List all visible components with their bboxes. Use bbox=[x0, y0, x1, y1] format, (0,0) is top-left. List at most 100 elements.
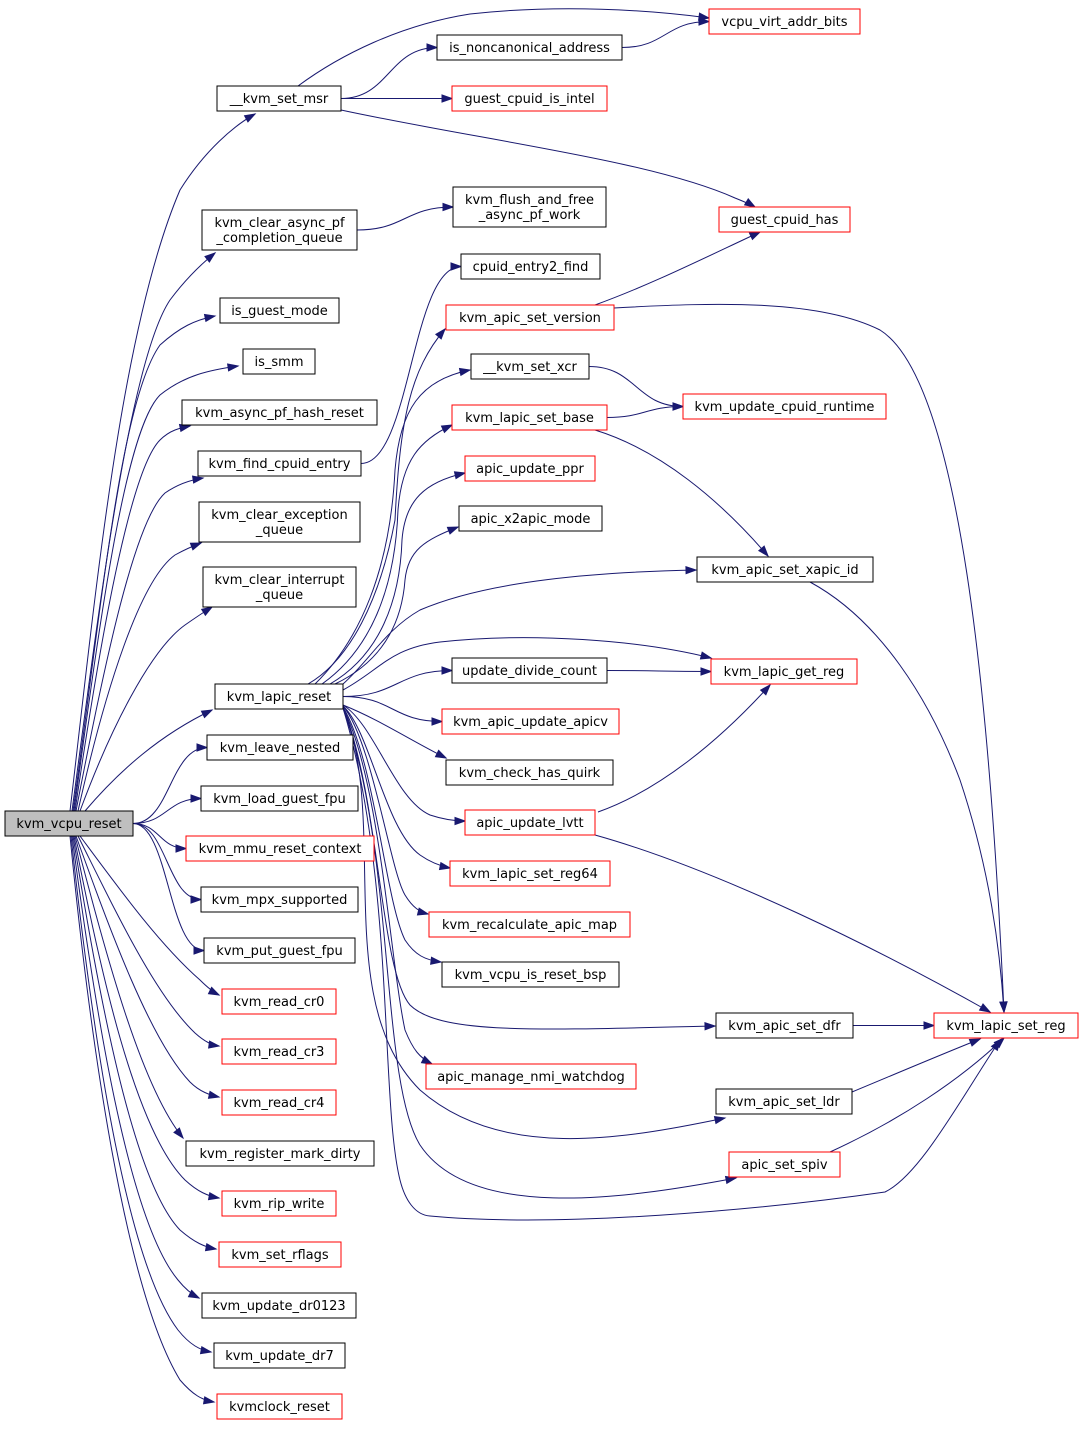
node-update-divide-count[interactable]: update_divide_count bbox=[451, 657, 608, 684]
node-box[interactable] bbox=[451, 404, 608, 431]
node-kvm-apic-set-version[interactable]: kvm_apic_set_version bbox=[445, 304, 615, 331]
node-box[interactable] bbox=[715, 1012, 854, 1039]
node-box[interactable] bbox=[218, 1241, 342, 1268]
node-kvm-mpx-supported[interactable]: kvm_mpx_supported bbox=[200, 886, 359, 913]
node-kvm-async-pf-hash-reset[interactable]: kvm_async_pf_hash_reset bbox=[181, 399, 378, 426]
node-box[interactable] bbox=[203, 937, 356, 964]
node-box[interactable] bbox=[221, 1038, 337, 1065]
node-box[interactable] bbox=[201, 209, 358, 251]
node-kvm-clear-exception-queue[interactable]: kvm_clear_exception_queue bbox=[198, 501, 361, 543]
node-apic-update-lvtt[interactable]: apic_update_lvtt bbox=[464, 809, 596, 836]
node-kvm-apic-update-apicv[interactable]: kvm_apic_update_apicv bbox=[441, 708, 620, 735]
node-kvm-update-dr0123[interactable]: kvm_update_dr0123 bbox=[201, 1292, 357, 1319]
node-box[interactable] bbox=[425, 1063, 637, 1090]
node-box[interactable] bbox=[221, 1190, 337, 1217]
node-box[interactable] bbox=[708, 8, 861, 35]
node-kvm-flush-and-free-async-pf-work[interactable]: kvm_flush_and_free_async_pf_work bbox=[452, 186, 607, 228]
node-box[interactable] bbox=[181, 399, 378, 426]
node-kvm-read-cr0[interactable]: kvm_read_cr0 bbox=[221, 988, 337, 1015]
node-apic-x2apic-mode[interactable]: apic_x2apic_mode bbox=[458, 505, 603, 532]
node-box[interactable] bbox=[933, 1012, 1079, 1039]
node-kvm-vcpu-is-reset-bsp[interactable]: kvm_vcpu_is_reset_bsp bbox=[441, 961, 620, 988]
node-kvm-apic-set-xapic-id[interactable]: kvm_apic_set_xapic_id bbox=[696, 556, 874, 583]
node-kvm-update-cpuid-runtime[interactable]: kvm_update_cpuid_runtime bbox=[682, 393, 887, 420]
node-box[interactable] bbox=[445, 304, 615, 331]
node-guest-cpuid-is-intel[interactable]: guest_cpuid_is_intel bbox=[451, 85, 608, 112]
node-apic-set-spiv[interactable]: apic_set_spiv bbox=[728, 1151, 841, 1178]
node-box[interactable] bbox=[441, 961, 620, 988]
node-apic-update-ppr[interactable]: apic_update_ppr bbox=[464, 455, 596, 482]
node-box[interactable] bbox=[728, 1151, 841, 1178]
node-box[interactable] bbox=[213, 1342, 346, 1369]
node-kvm-lapic-set-reg64[interactable]: kvm_lapic_set_reg64 bbox=[449, 860, 611, 887]
node-kvm-apic-set-ldr[interactable]: kvm_apic_set_ldr bbox=[715, 1088, 853, 1115]
node-kvm-set-xcr[interactable]: __kvm_set_xcr bbox=[470, 353, 590, 380]
node-box[interactable] bbox=[201, 1292, 357, 1319]
node-kvm-set-msr[interactable]: __kvm_set_msr bbox=[216, 85, 342, 112]
node-box[interactable] bbox=[710, 658, 858, 685]
node-box[interactable] bbox=[682, 393, 887, 420]
node-kvm-set-rflags[interactable]: kvm_set_rflags bbox=[218, 1241, 342, 1268]
node-kvm-rip-write[interactable]: kvm_rip_write bbox=[221, 1190, 337, 1217]
node-kvm-vcpu-reset[interactable]: kvm_vcpu_reset bbox=[4, 810, 134, 837]
node-kvm-put-guest-fpu[interactable]: kvm_put_guest_fpu bbox=[203, 937, 356, 964]
node-box[interactable] bbox=[198, 501, 361, 543]
node-box[interactable] bbox=[452, 186, 607, 228]
node-is-smm[interactable]: is_smm bbox=[242, 348, 316, 375]
node-box[interactable] bbox=[200, 785, 359, 812]
node-box[interactable] bbox=[216, 85, 342, 112]
node-box[interactable] bbox=[464, 455, 596, 482]
node-box[interactable] bbox=[464, 809, 596, 836]
node-kvm-find-cpuid-entry[interactable]: kvm_find_cpuid_entry bbox=[197, 450, 362, 477]
node-kvm-lapic-reset[interactable]: kvm_lapic_reset bbox=[214, 683, 344, 710]
node-box[interactable] bbox=[441, 708, 620, 735]
node-box[interactable] bbox=[4, 810, 134, 837]
node-kvm-clear-interrupt-queue[interactable]: kvm_clear_interrupt_queue bbox=[202, 566, 357, 608]
node-is-guest-mode[interactable]: is_guest_mode bbox=[219, 297, 340, 324]
node-box[interactable] bbox=[718, 206, 851, 233]
node-kvm-check-has-quirk[interactable]: kvm_check_has_quirk bbox=[445, 759, 614, 786]
node-box[interactable] bbox=[451, 85, 608, 112]
node-box[interactable] bbox=[451, 657, 608, 684]
node-box[interactable] bbox=[219, 297, 340, 324]
node-kvm-leave-nested[interactable]: kvm_leave_nested bbox=[206, 734, 354, 761]
node-box[interactable] bbox=[458, 505, 603, 532]
node-kvm-recalculate-apic-map[interactable]: kvm_recalculate_apic_map bbox=[428, 911, 631, 938]
node-box[interactable] bbox=[200, 886, 359, 913]
node-box[interactable] bbox=[206, 734, 354, 761]
node-kvm-load-guest-fpu[interactable]: kvm_load_guest_fpu bbox=[200, 785, 359, 812]
node-box[interactable] bbox=[436, 34, 623, 61]
node-is-noncanonical-address[interactable]: is_noncanonical_address bbox=[436, 34, 623, 61]
node-box[interactable] bbox=[185, 835, 375, 862]
node-kvm-read-cr4[interactable]: kvm_read_cr4 bbox=[221, 1089, 337, 1116]
node-box[interactable] bbox=[242, 348, 316, 375]
node-box[interactable] bbox=[197, 450, 362, 477]
node-kvm-lapic-set-reg[interactable]: kvm_lapic_set_reg bbox=[933, 1012, 1079, 1039]
node-kvm-clear-async-pf-completion-queue[interactable]: kvm_clear_async_pf_completion_queue bbox=[201, 209, 358, 251]
node-box[interactable] bbox=[470, 353, 590, 380]
node-box[interactable] bbox=[216, 1393, 343, 1420]
node-box[interactable] bbox=[445, 759, 614, 786]
node-kvm-read-cr3[interactable]: kvm_read_cr3 bbox=[221, 1038, 337, 1065]
node-apic-manage-nmi-watchdog[interactable]: apic_manage_nmi_watchdog bbox=[425, 1063, 637, 1090]
node-guest-cpuid-has[interactable]: guest_cpuid_has bbox=[718, 206, 851, 233]
node-vcpu-virt-addr-bits[interactable]: vcpu_virt_addr_bits bbox=[708, 8, 861, 35]
node-box[interactable] bbox=[449, 860, 611, 887]
node-box[interactable] bbox=[460, 253, 601, 280]
node-kvm-lapic-get-reg[interactable]: kvm_lapic_get_reg bbox=[710, 658, 858, 685]
node-box[interactable] bbox=[185, 1140, 375, 1167]
node-box[interactable] bbox=[214, 683, 344, 710]
node-cpuid-entry2-find[interactable]: cpuid_entry2_find bbox=[460, 253, 601, 280]
node-box[interactable] bbox=[221, 1089, 337, 1116]
node-kvm-update-dr7[interactable]: kvm_update_dr7 bbox=[213, 1342, 346, 1369]
node-kvm-register-mark-dirty[interactable]: kvm_register_mark_dirty bbox=[185, 1140, 375, 1167]
node-kvm-apic-set-dfr[interactable]: kvm_apic_set_dfr bbox=[715, 1012, 854, 1039]
node-box[interactable] bbox=[221, 988, 337, 1015]
node-box[interactable] bbox=[428, 911, 631, 938]
node-box[interactable] bbox=[715, 1088, 853, 1115]
node-box[interactable] bbox=[202, 566, 357, 608]
node-kvm-lapic-set-base[interactable]: kvm_lapic_set_base bbox=[451, 404, 608, 431]
node-kvmclock-reset[interactable]: kvmclock_reset bbox=[216, 1393, 343, 1420]
node-kvm-mmu-reset-context[interactable]: kvm_mmu_reset_context bbox=[185, 835, 375, 862]
node-box[interactable] bbox=[696, 556, 874, 583]
